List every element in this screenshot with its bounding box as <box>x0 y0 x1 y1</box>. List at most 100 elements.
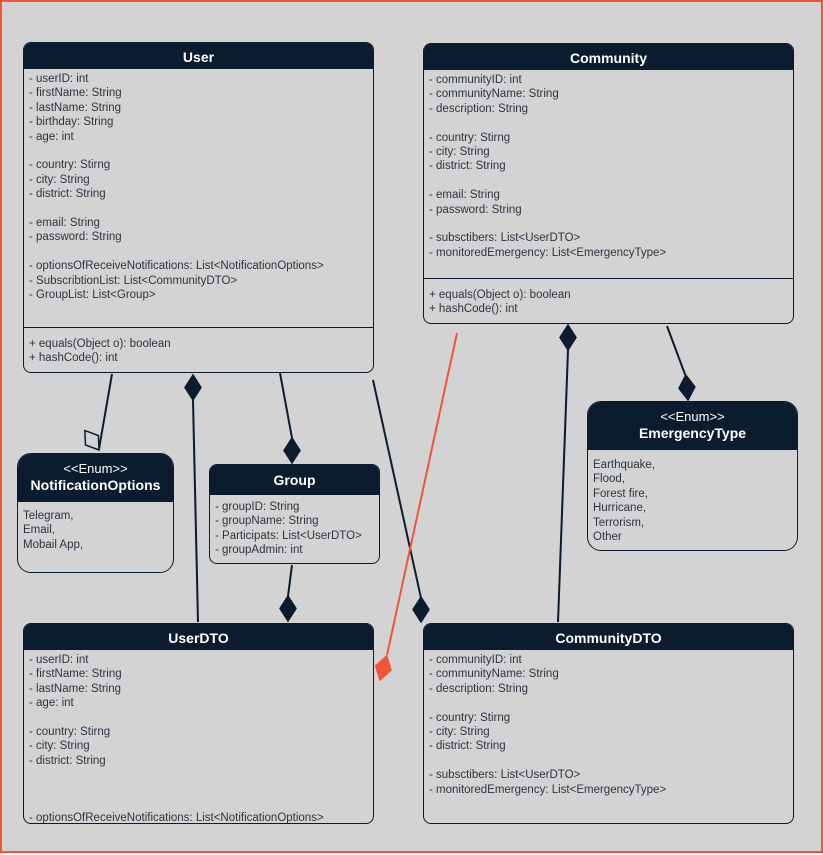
edge-line <box>557 349 569 623</box>
attribute-line: - userID: int <box>29 654 89 666</box>
attribute-line: - GroupList: List<Group> <box>29 289 156 302</box>
attribute-line: - age: int <box>29 697 74 710</box>
attribute-line: - city: String <box>429 726 490 739</box>
attributes: - userID: int - firstName: String- lastNa… <box>24 69 373 306</box>
attribute-line: - firstName: String <box>29 87 122 100</box>
attribute-line: - groupName: String <box>215 515 319 528</box>
attribute-line: - optionsOfReceiveNotifications: List<No… <box>29 812 324 824</box>
enum-value: Forest fire, <box>593 487 648 500</box>
composition-diamond <box>678 373 696 402</box>
attribute-line: - password: String <box>429 203 522 216</box>
group-gap <box>429 696 788 710</box>
edge-user-group <box>279 372 301 465</box>
attribute-line: - district: String <box>29 188 106 201</box>
attribute-line: - communityID: int <box>429 74 522 86</box>
class-user-dto[interactable]: UserDTO - userID: int- firstName: String… <box>23 623 374 824</box>
attributes: - communityID: int - communityName: Strin… <box>424 70 793 264</box>
edge-communitydto-community <box>557 323 577 623</box>
enum-title: <<Enum>> EmergencyType <box>588 402 797 450</box>
enum-value: Telegram, <box>23 510 74 522</box>
methods: + equals(Object o): boolean + hashCode():… <box>429 288 571 317</box>
composition-diamond <box>559 323 577 352</box>
composition-diamond <box>184 373 202 402</box>
attribute-line: - city: String <box>429 146 490 159</box>
attribute-line: - country: Stirng <box>29 726 111 739</box>
divider <box>24 327 373 328</box>
edge-group-userdto <box>279 564 297 623</box>
attribute-line: - country: Stirng <box>429 131 511 144</box>
attributes: - userID: int - firstName: String- lastNa… <box>24 650 373 824</box>
enum-stereotype: <<Enum>> <box>63 461 128 476</box>
group-gap <box>429 174 788 188</box>
attribute-line: - lastName: String <box>29 682 122 695</box>
class-user[interactable]: User - userID: int - firstName: String- l… <box>23 42 374 373</box>
class-group[interactable]: Group - groupID: String - groupName: Stri… <box>209 464 380 564</box>
attribute-line: - monitoredEmergency: List<EmergencyType… <box>429 783 667 796</box>
edge-line <box>98 373 113 450</box>
attribute-line: - lastName: String <box>29 101 122 114</box>
attribute-line: - description: String <box>429 682 529 695</box>
group-gap <box>429 754 788 768</box>
enum-value: Flood, <box>593 473 625 486</box>
attribute-line: - SubscribtionList: List<CommunityDTO> <box>29 274 238 287</box>
enum-value: Other <box>593 531 622 544</box>
group-gap <box>429 116 788 130</box>
group-gap <box>429 217 788 231</box>
composition-diamond <box>279 594 297 623</box>
attributes: - groupID: String - groupName: String- Pa… <box>210 495 379 562</box>
attribute-line: - firstName: String <box>29 668 122 681</box>
method-line: + equals(Object o): boolean <box>429 289 571 301</box>
attribute-line: - userID: int <box>29 73 89 85</box>
enum-name: EmergencyType <box>638 425 747 441</box>
edge-user-notification-options <box>84 373 113 452</box>
edge-community-emergencytype <box>666 325 696 402</box>
enum-emergency-type[interactable]: <<Enum>> EmergencyType Earthquake, Flood,… <box>587 401 798 551</box>
attributes: - communityID: int- communityName: Strin… <box>424 650 793 801</box>
method-line: + equals(Object o): boolean <box>29 338 171 350</box>
enum-value: Email, <box>23 524 55 537</box>
attribute-line: - communityName: String <box>429 88 559 101</box>
enum-value: Terrorism, <box>593 516 645 529</box>
enum-stereotype: <<Enum>> <box>660 409 725 424</box>
enum-value: Earthquake, <box>593 459 656 471</box>
attribute-line: - email: String <box>429 189 500 202</box>
edge-line <box>192 399 199 623</box>
attribute-line: - district: String <box>29 754 106 767</box>
class-title: User <box>24 43 373 69</box>
attribute-line: - subsctibers: List<UserDTO> <box>429 769 581 782</box>
edge-line <box>666 325 687 378</box>
attribute-line: - district: String <box>429 740 506 753</box>
class-community[interactable]: Community - communityID: int - communityN… <box>423 43 794 324</box>
edge-line <box>287 564 293 597</box>
methods: + equals(Object o): boolean + hashCode():… <box>29 337 171 366</box>
attribute-line: - age: int <box>29 130 74 143</box>
enum-name: NotificationOptions <box>30 477 161 493</box>
attribute-line: - optionsOfReceiveNotifications: List<No… <box>29 260 324 273</box>
group-gap <box>29 797 368 811</box>
method-line: + hashCode(): int <box>429 303 518 316</box>
attribute-line: - country: Stirng <box>29 159 111 172</box>
method-line: + hashCode(): int <box>29 352 118 365</box>
attribute-line: - district: String <box>429 160 506 173</box>
attribute-line: - groupID: String <box>215 501 300 513</box>
class-title: CommunityDTO <box>424 624 793 650</box>
group-gap <box>29 202 368 216</box>
enum-title: <<Enum>> NotificationOptions <box>18 454 173 502</box>
edge-userdto-user <box>184 373 202 623</box>
class-title: Group <box>210 465 379 495</box>
attribute-line: - communityName: String <box>429 668 559 681</box>
enum-value: Mobail App, <box>23 538 84 551</box>
enum-values: Telegram, Email,Mobail App, <box>18 502 173 556</box>
composition-diamond <box>283 436 301 465</box>
attribute-line: - Participats: List<UserDTO> <box>215 529 362 542</box>
enum-notification-options[interactable]: <<Enum>> NotificationOptions Telegram, Em… <box>17 453 174 573</box>
enum-value: Hurricane, <box>593 502 647 515</box>
group-gap <box>29 711 368 725</box>
edge-line <box>386 332 458 656</box>
attribute-line: - email: String <box>29 217 100 230</box>
group-gap <box>29 144 368 158</box>
class-community-dto[interactable]: CommunityDTO - communityID: int- communi… <box>423 623 794 824</box>
attribute-line: - monitoredEmergency: List<EmergencyType… <box>429 246 667 259</box>
class-title: Community <box>424 44 793 70</box>
